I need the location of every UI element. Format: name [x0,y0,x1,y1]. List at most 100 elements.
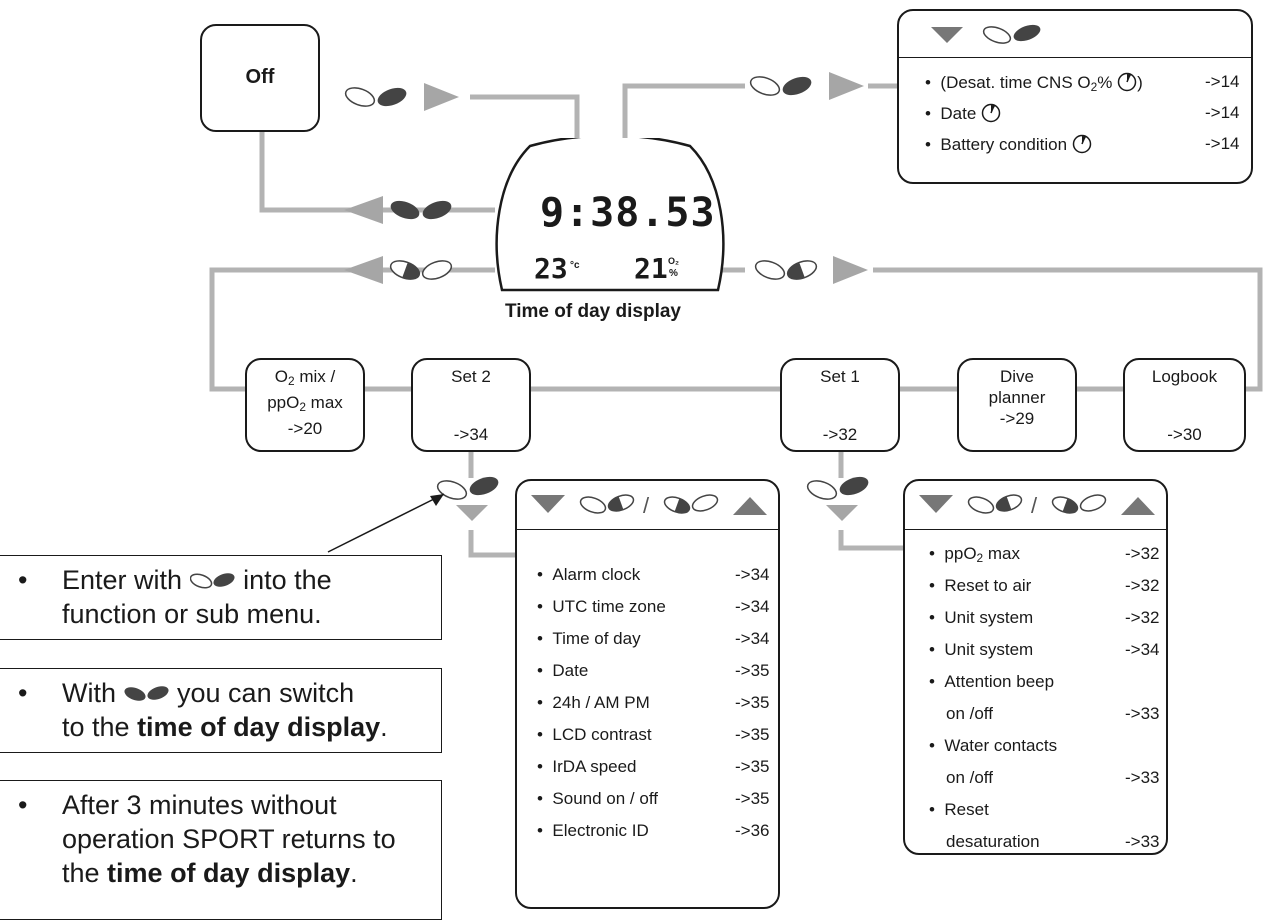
bullet: • [925,104,941,123]
menu-item-text: LCD contrast [552,725,652,744]
set2-ref: ->34 [453,425,489,444]
menu-item-label-cont: on /off [946,704,993,723]
menu-item-text: Reset to air [944,576,1032,595]
menu-item-ref: ->14 [1205,103,1240,122]
bullet: • [929,640,945,659]
o2-mix-line1: O2 mix / [274,367,336,388]
info-menu-header [899,11,1251,58]
set1-title: Set 1 [820,367,860,386]
bullet: • [537,757,553,776]
menu-item-label: • Unit system [929,640,1033,660]
menu-item-label-cont: on /off [946,768,993,787]
menu-item-text: 24h / AM PM [552,693,650,712]
menu-item-ref: ->34 [735,629,770,648]
bullet: • [537,661,553,680]
menu-item-text: UTC time zone [552,597,666,616]
logbook-title: Logbook [1151,367,1218,386]
watch-o2-readout: 21 [634,252,668,285]
bullet: • [929,608,945,627]
arrow-right-info [829,72,864,100]
menu-item-label: • ppO2 max [929,544,1021,565]
planner-title2: planner [988,388,1046,407]
menu-item-ref: ->36 [735,821,770,840]
menu-item-label: • IrDA speed [537,757,637,777]
o2-mix-line2: ppO2 max [267,393,343,414]
menu-item-ref: ->33 [1125,832,1160,851]
set2-menu-box: / • Alarm clock ->34 • UTC time zone ->34 • … [515,479,780,909]
watch-caption: Time of day display [505,301,681,322]
set2-menu-header: / [517,481,778,530]
menu-item-text: Unit system [944,608,1034,627]
info-menu-box: • (Desat. time CNS O2% )->14• Date ->14•… [897,9,1253,184]
menu-item-ref: ->32 [1125,576,1160,595]
bullet: • [537,693,553,712]
bullet: • [537,789,553,808]
clock-icon [1117,72,1137,92]
note-switch-line1: With you can switch [62,678,355,708]
pointer-arrowhead [430,494,444,506]
menu-item-label: • Battery condition [925,134,1092,155]
menu-item-text: Alarm clock [552,565,641,584]
note-timeout: • After 3 minutes without operation SPOR… [0,780,442,920]
menu-item-ref: ->14 [1205,134,1240,153]
bullet: • [925,73,941,92]
switch-buttons-icon [123,686,169,701]
menu-item-ref: ->34 [735,565,770,584]
menu-item-label: • Attention beep [929,672,1054,692]
enter-buttons-icon [189,573,235,589]
menu-item-label: • Time of day [537,629,641,649]
arrow-right-loop [833,256,868,284]
triangle-up-icon [1121,497,1155,515]
triangle-down-icon [531,495,565,513]
triangle-up-icon [733,497,767,515]
menu-item-ref: ->34 [1125,640,1160,659]
node-set-2[interactable]: Set 2 ->34 [411,358,531,452]
note-switch: • With you can switch to the time of day… [0,668,442,753]
line-set1-to-menu [838,530,915,551]
logbook-ref: ->30 [1167,425,1202,444]
line-off-to-watch [470,94,580,145]
arrow-left-loop [344,256,383,284]
line-right-loop [873,267,1263,392]
set1-menu-header: / [905,481,1166,530]
clock-icon [981,103,1001,123]
node-logbook[interactable]: Logbook ->30 [1123,358,1246,452]
menu-item-label: • 24h / AM PM [537,693,650,713]
triangle-down-icon [931,27,963,43]
note-timeout-line1: After 3 minutes without [62,790,337,820]
bullet: • [537,629,553,648]
menu-item-label: • Electronic ID [537,821,649,841]
menu-item-text: Date [940,104,982,123]
note-bullet: • [18,678,28,708]
bullet: • [929,544,945,563]
note-bullet: • [18,790,28,820]
watch-temp-readout: 23 [534,252,568,285]
node-o2-mix[interactable]: O2 mix / ppO2 max ->20 [245,358,365,452]
arrow-right-off [424,83,459,111]
arrow-down-set1 [826,505,858,521]
o2-mix-ref: ->20 [287,419,323,438]
set1-menu-header-icons [919,494,1155,515]
node-dive-planner[interactable]: Dive planner ->29 [957,358,1077,452]
watch-temp-unit: °c [570,260,580,271]
menu-item-label: • Alarm clock [537,565,640,585]
set2-menu-header-icons [531,494,767,515]
menu-item-text-cont: % [1097,73,1118,92]
menu-item-ref: ->34 [735,597,770,616]
set2-header-separator: / [643,493,650,518]
watch-o2-unit-top: O₂ [668,256,679,266]
menu-item-label: • Reset to air [929,576,1031,596]
note-bullet: • [18,565,28,595]
menu-item-text: Reset [944,800,989,819]
arrow-left-off [344,196,383,224]
note-enter-line1: Enter with into the [62,565,332,595]
node-set-1[interactable]: Set 1 ->32 [780,358,900,452]
note-enter: • Enter with into the function or sub me… [0,555,442,640]
menu-item-text: Time of day [552,629,641,648]
set1-ref: ->32 [822,425,858,444]
planner-ref: ->29 [999,409,1035,428]
bullet: • [929,736,945,755]
menu-item-label: • UTC time zone [537,597,666,617]
menu-item-label: • Unit system [929,608,1033,628]
